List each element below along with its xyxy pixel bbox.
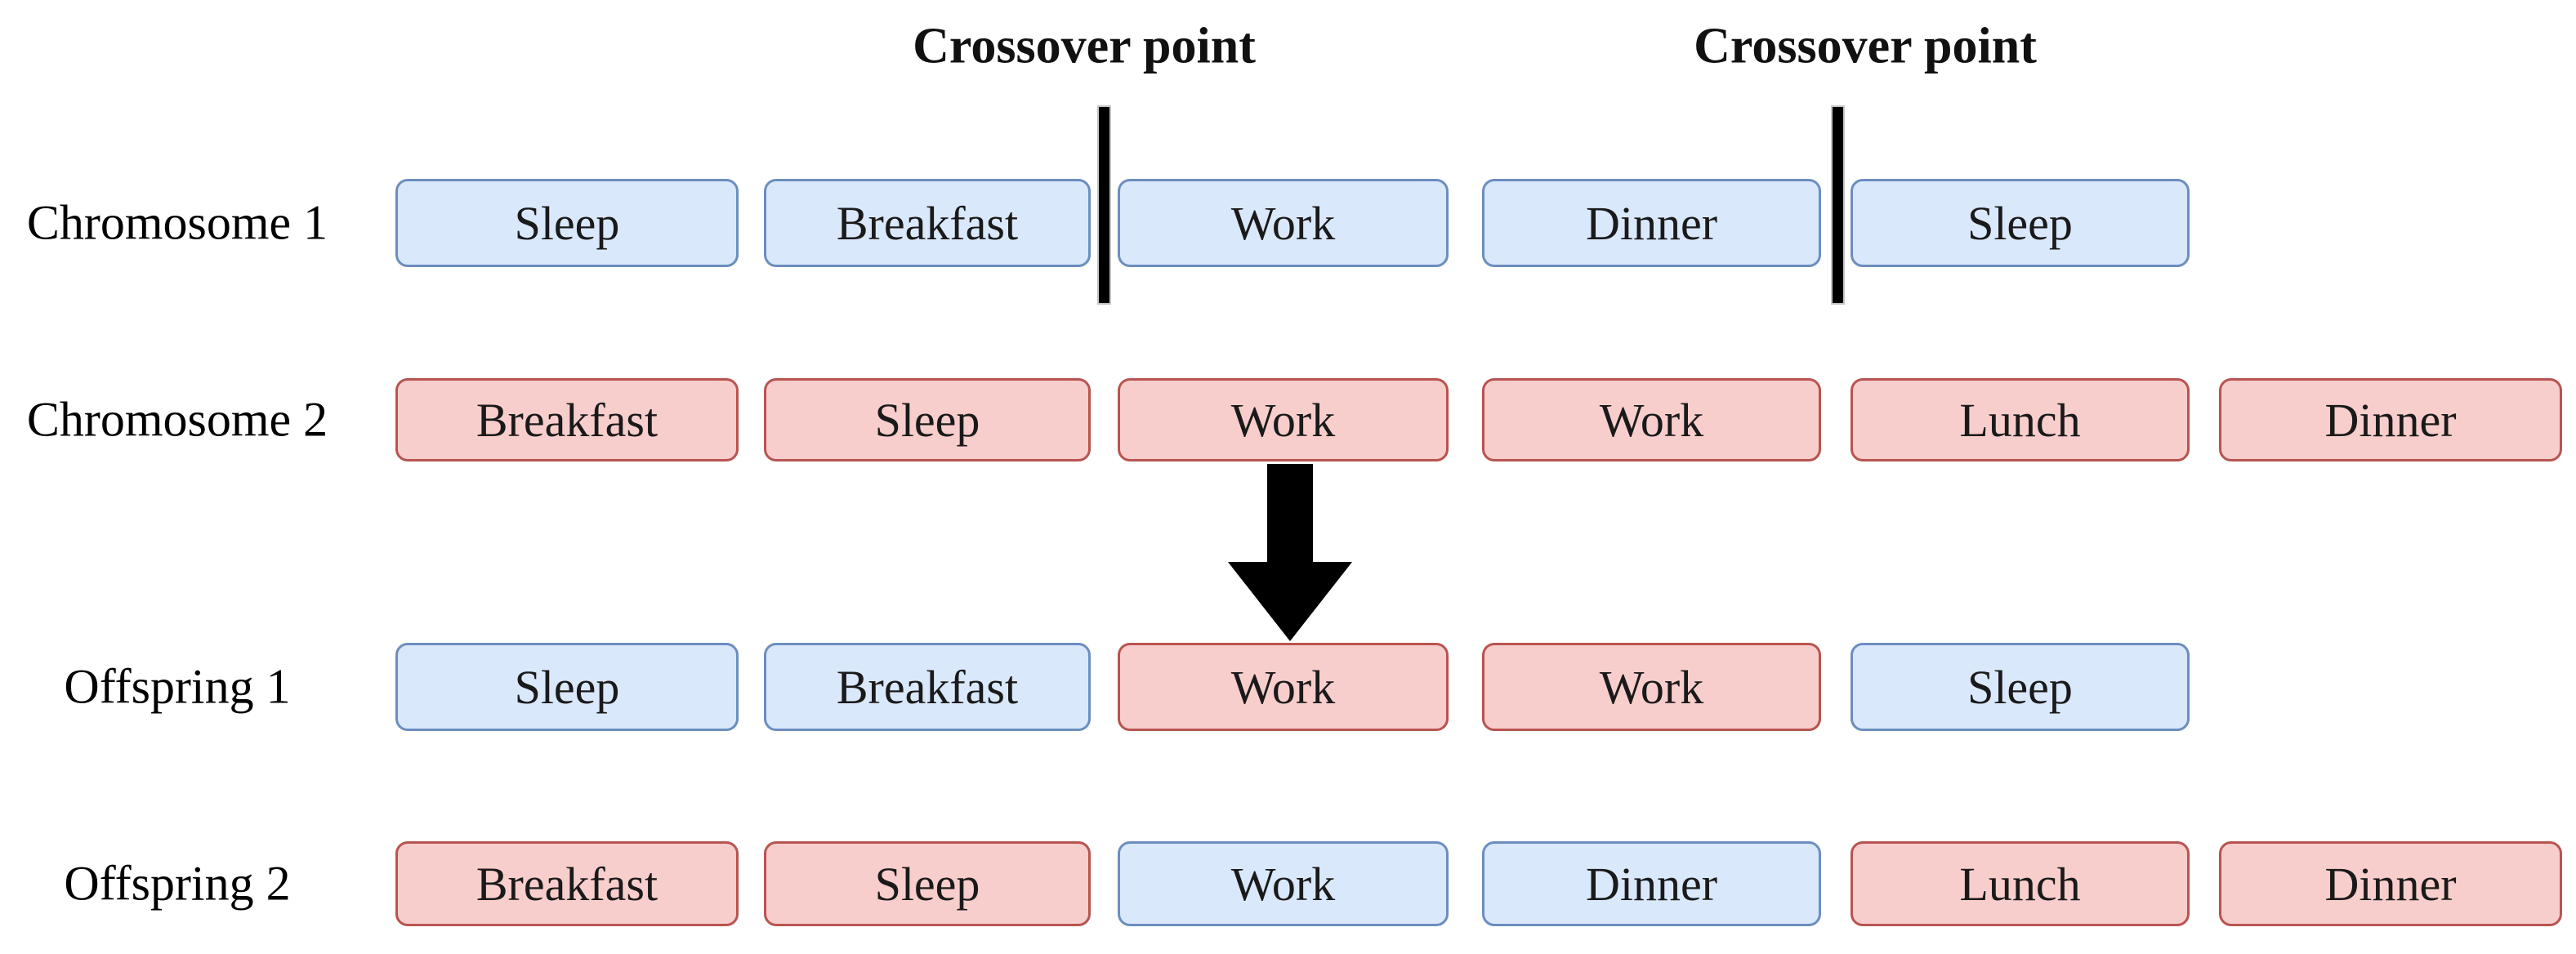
gene-label: Lunch — [1959, 393, 2081, 447]
gene-box-chromosome-1-1: Sleep — [395, 179, 739, 267]
row-label-chromosome-2: Chromosome 2 — [26, 392, 328, 447]
gene-box-offspring-2-6: Dinner — [2219, 841, 2562, 926]
gene-box-offspring-2-5: Lunch — [1851, 841, 2190, 926]
row-label-offspring-1: Offspring 1 — [64, 659, 291, 714]
gene-box-offspring-2-4: Dinner — [1482, 841, 1821, 926]
row-label-chromosome-1: Chromosome 1 — [26, 195, 328, 250]
gene-box-offspring-1-2: Breakfast — [764, 643, 1091, 731]
gene-label: Breakfast — [836, 660, 1019, 714]
gene-label: Work — [1230, 660, 1336, 714]
gene-box-chromosome-2-4: Work — [1482, 378, 1821, 461]
gene-label: Sleep — [514, 660, 620, 714]
down-arrow-icon — [1228, 464, 1352, 641]
gene-box-chromosome-1-3: Work — [1118, 179, 1449, 267]
gene-box-offspring-1-1: Sleep — [395, 643, 739, 731]
gene-box-chromosome-2-6: Dinner — [2219, 378, 2562, 461]
gene-box-chromosome-2-3: Work — [1118, 378, 1449, 461]
gene-label: Sleep — [874, 393, 980, 447]
gene-label: Work — [1230, 857, 1336, 911]
gene-box-offspring-2-2: Sleep — [764, 841, 1091, 926]
gene-box-chromosome-2-2: Sleep — [764, 378, 1091, 461]
gene-label: Sleep — [514, 196, 620, 250]
row-label-offspring-2: Offspring 2 — [64, 856, 291, 911]
gene-box-offspring-1-3: Work — [1118, 643, 1449, 731]
gene-label: Sleep — [1967, 660, 2073, 714]
gene-label: Dinner — [2324, 857, 2457, 911]
gene-box-chromosome-2-5: Lunch — [1851, 378, 2190, 461]
gene-label: Work — [1230, 196, 1336, 250]
gene-label: Breakfast — [475, 393, 659, 447]
gene-label: Breakfast — [475, 857, 659, 911]
gene-label: Sleep — [1967, 196, 2073, 250]
crossover-point-label-1: Crossover point — [913, 18, 1256, 74]
gene-box-chromosome-2-1: Breakfast — [395, 378, 739, 461]
gene-label: Work — [1599, 660, 1704, 714]
gene-label: Breakfast — [836, 196, 1019, 250]
gene-label: Lunch — [1959, 857, 2081, 911]
gene-label: Dinner — [1585, 857, 1718, 911]
gene-box-chromosome-1-2: Breakfast — [764, 179, 1091, 267]
gene-label: Work — [1599, 393, 1704, 447]
gene-box-offspring-2-3: Work — [1118, 841, 1449, 926]
crossover-bar-1 — [1099, 107, 1109, 303]
gene-box-chromosome-1-5: Sleep — [1851, 179, 2190, 267]
crossover-bar-2 — [1833, 107, 1843, 303]
gene-box-offspring-1-4: Work — [1482, 643, 1821, 731]
crossover-point-label-2: Crossover point — [1694, 18, 2037, 74]
gene-label: Work — [1230, 393, 1336, 447]
gene-box-chromosome-1-4: Dinner — [1482, 179, 1821, 267]
gene-label: Dinner — [2324, 393, 2457, 447]
gene-label: Dinner — [1585, 196, 1718, 250]
gene-box-offspring-1-5: Sleep — [1851, 643, 2190, 731]
gene-label: Sleep — [874, 857, 980, 911]
gene-box-offspring-2-1: Breakfast — [395, 841, 739, 926]
